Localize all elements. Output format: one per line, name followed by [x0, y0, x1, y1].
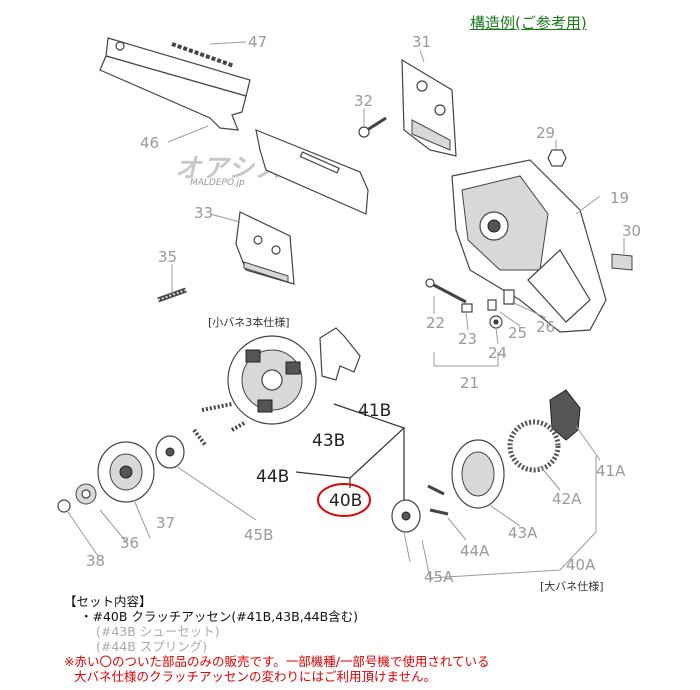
label-37: 37 — [156, 514, 175, 532]
washer-45a — [391, 499, 421, 533]
label-19: 19 — [610, 189, 629, 207]
label-31: 31 — [412, 33, 431, 51]
label-30: 30 — [622, 222, 641, 240]
clutch-assembly-small-spring — [227, 335, 317, 425]
engine-housing — [451, 159, 607, 333]
label-43b: 43B — [312, 431, 345, 451]
label-43a: 43A — [508, 524, 538, 542]
label-45a: 45A — [424, 568, 454, 586]
bolt — [358, 116, 387, 138]
spring-ring-42a — [507, 419, 561, 473]
spec-large-spring: [大バネ仕様] — [540, 579, 604, 593]
label-25: 25 — [508, 324, 527, 342]
notes-item-main: ・#40B クラッチアッセン(#41B,43B,44B含む) — [80, 609, 359, 624]
clutch-shoes-43a — [451, 439, 505, 509]
springs-44b — [192, 402, 247, 448]
label-47: 47 — [248, 33, 267, 51]
label-40a: 40A — [566, 556, 596, 574]
nut — [547, 149, 567, 167]
label-24: 24 — [488, 344, 507, 362]
clutch-hub-41a — [549, 389, 581, 441]
guide-bar — [99, 37, 369, 215]
label-29: 29 — [536, 124, 555, 142]
guide-plate — [235, 211, 295, 285]
label-42a: 42A — [552, 490, 582, 508]
label-41a: 41A — [596, 462, 626, 480]
label-21: 21 — [460, 374, 479, 392]
set-contents-notes: 【セット内容】 ・#40B クラッチアッセン(#41B,43B,44B含む) (… — [64, 594, 684, 684]
label-22: 22 — [426, 314, 445, 332]
washer-37 — [155, 435, 185, 469]
label-plate — [611, 253, 633, 271]
label-44a: 44A — [460, 542, 490, 560]
diagram-title[interactable]: 構造例(ご参考用) — [470, 14, 587, 32]
notes-heading: 【セット内容】 — [64, 594, 152, 609]
label-26: 26 — [536, 318, 555, 336]
label-23: 23 — [458, 330, 477, 348]
notes-item-sub2: (#44B スプリング) — [96, 639, 208, 654]
adjust-bolt — [425, 278, 467, 304]
label-38: 38 — [86, 552, 105, 570]
label-40b: 40B — [329, 491, 362, 511]
label-35: 35 — [158, 248, 177, 266]
label-45b: 45B — [244, 526, 273, 544]
clutch-drum — [97, 441, 155, 503]
springs-44a — [427, 484, 449, 516]
leader-lines — [67, 41, 625, 579]
chain-cover-plate — [401, 58, 457, 157]
spec-small-spring: [小バネ3本仕様] — [208, 315, 290, 329]
label-44b: 44B — [256, 467, 289, 487]
notes-item-sub1: (#43B シューセット) — [96, 624, 220, 639]
sprocket-gear — [75, 483, 97, 505]
small-fasteners — [461, 289, 515, 329]
notes-warning-2: 大バネ仕様のクラッチアッセンの変わりにはご利用頂けません。 — [74, 669, 437, 684]
watermark-logo-subtext: MALDEPO.jp — [190, 178, 245, 188]
highlight-circle-40b — [317, 483, 371, 517]
label-46: 46 — [140, 134, 159, 152]
bracket-40b — [295, 403, 406, 479]
label-33: 33 — [194, 204, 213, 222]
label-36: 36 — [120, 534, 139, 552]
notes-warning-1: ※赤い〇のついた部品のみの販売です。一部機種/一部号機で使用されている — [64, 654, 490, 669]
saw-chain — [171, 42, 235, 68]
label-32: 32 — [354, 92, 373, 110]
clutch-hub-41b — [319, 327, 361, 381]
stud-bolt — [157, 287, 187, 303]
label-41b: 41B — [358, 401, 391, 421]
washer-38 — [57, 499, 71, 513]
